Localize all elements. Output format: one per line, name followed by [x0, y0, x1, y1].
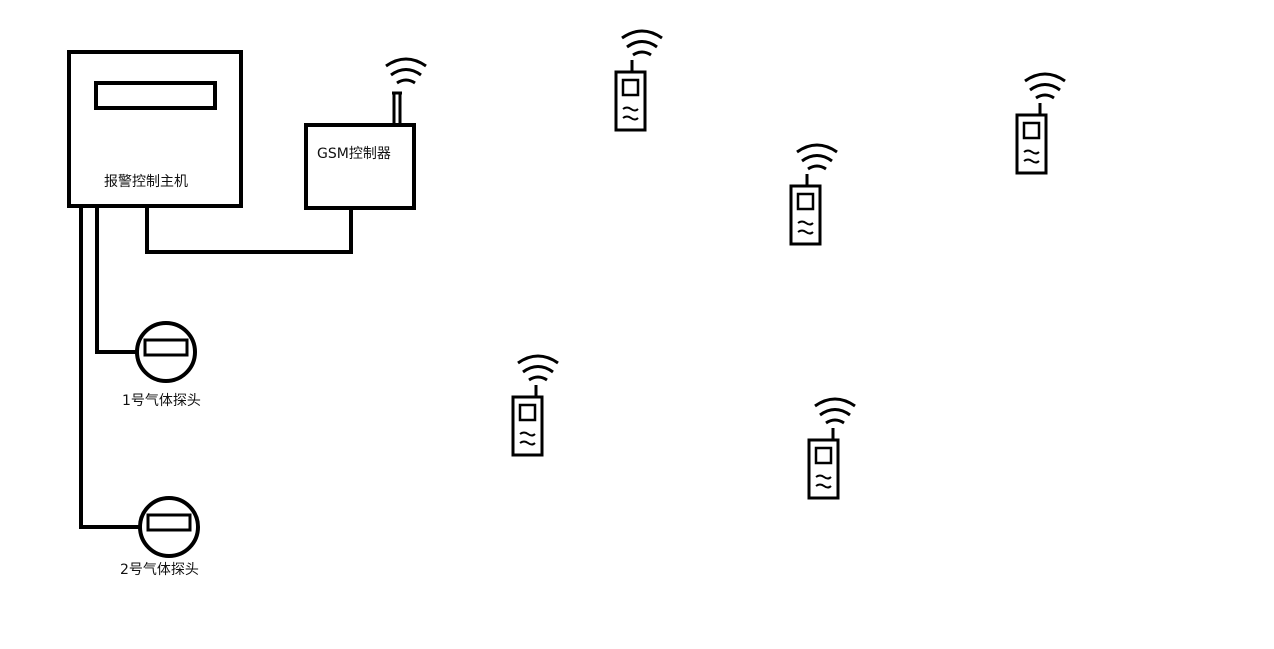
host-gsm-wire [145, 206, 353, 254]
phone-2 [789, 143, 838, 246]
gas-probe-2-label: 2号气体探头 [120, 562, 199, 578]
gas-probe-1: 1号气体探头 [122, 321, 201, 409]
host-probe2-wire [79, 206, 142, 529]
mobile-phone-icon [789, 174, 822, 246]
alarm-host-body [67, 50, 243, 208]
alarm-host-label: 报警控制主机 [104, 174, 188, 190]
gas-probe-1-label: 1号气体探头 [122, 393, 201, 409]
phone-5 [807, 397, 856, 500]
wiring [79, 206, 353, 529]
wifi-signal-icon [796, 143, 838, 171]
wifi-signal-icon [621, 29, 663, 57]
gas-probe-icon [138, 496, 200, 558]
mobile-phone-icon [807, 428, 840, 500]
wifi-signal-icon [814, 397, 856, 425]
gsm-controller-label: GSM控制器 [317, 146, 391, 162]
host-probe1-wire [95, 206, 139, 354]
phone-4 [511, 354, 559, 457]
wifi-signal-icon [517, 354, 559, 382]
alarm-host-display [94, 81, 217, 110]
phone-1 [614, 29, 663, 132]
mobile-phone-icon [614, 60, 647, 132]
mobile-phone-icon [1015, 103, 1048, 175]
gsm-controller-body [304, 123, 416, 210]
alarm-host: 报警控制主机 [67, 50, 243, 208]
gas-probe-2: 2号气体探头 [120, 496, 200, 578]
gas-probe-icon [135, 321, 197, 383]
gsm-controller: GSM控制器 [304, 57, 427, 210]
phone-3 [1015, 72, 1066, 175]
wifi-signal-icon [1024, 72, 1066, 100]
antenna-icon [392, 91, 402, 125]
mobile-phone-icon [511, 385, 544, 457]
wifi-signal-icon [385, 57, 427, 85]
